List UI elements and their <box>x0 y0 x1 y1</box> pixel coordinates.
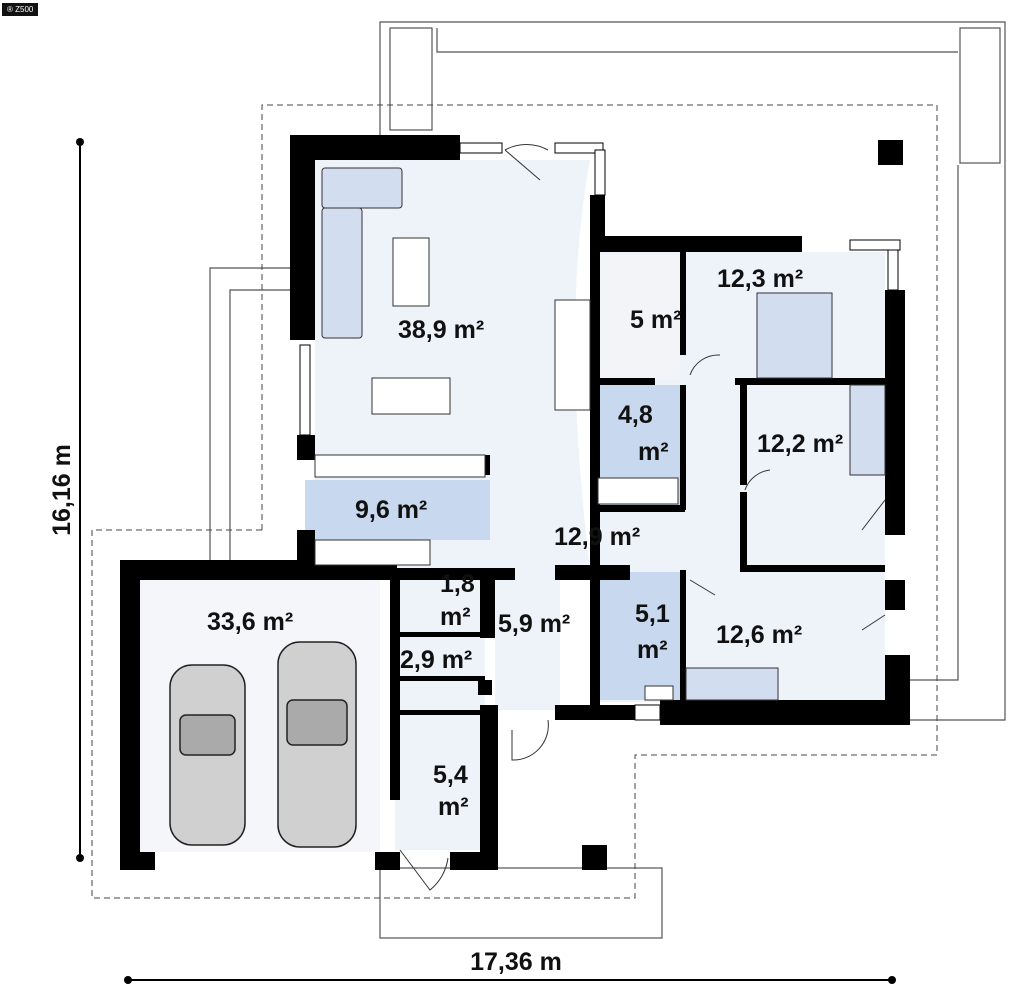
room-area-bathroom2-unit: m² <box>637 636 668 664</box>
terrace-outlines <box>209 21 1006 939</box>
room-area-bathroom2: 5,1 <box>635 600 670 628</box>
z500-logo: ® Z500 <box>2 3 39 16</box>
room-area-bedroom2: 12,2 m² <box>757 430 843 458</box>
room-area-wc-unit: m² <box>440 603 471 631</box>
room-area-bedroom1: 12,3 m² <box>717 265 803 293</box>
room-area-boiler-unit: m² <box>438 793 469 821</box>
roof-outline <box>91 104 938 899</box>
room-area-garage: 33,6 m² <box>207 608 293 636</box>
room-area-kitchen: 9,6 m² <box>355 496 427 524</box>
room-area-boiler: 5,4 <box>433 761 468 789</box>
walls <box>120 135 910 870</box>
room-area-entrance: 5,9 m² <box>498 610 570 638</box>
room-area-living: 38,9 m² <box>398 316 484 344</box>
room-area-hall: 12,9 m² <box>554 523 640 551</box>
cars <box>169 641 357 848</box>
room-area-wardrobe: 5 m² <box>630 306 681 334</box>
dimension-lines: 17,36 m 16,16 m <box>48 138 896 984</box>
room-area-bathroom1-unit: m² <box>638 438 669 466</box>
room-area-bedroom3: 12,6 m² <box>716 621 802 649</box>
room-area-wc: 1,8 <box>440 570 475 598</box>
doors <box>399 144 886 891</box>
room-area-bathroom1: 4,8 <box>618 401 653 429</box>
furniture <box>314 167 886 701</box>
height-dimension: 16,16 m <box>48 444 76 536</box>
width-dimension: 17,36 m <box>470 948 562 976</box>
windows <box>299 142 901 721</box>
room-area-storage: 2,9 m² <box>400 646 472 674</box>
